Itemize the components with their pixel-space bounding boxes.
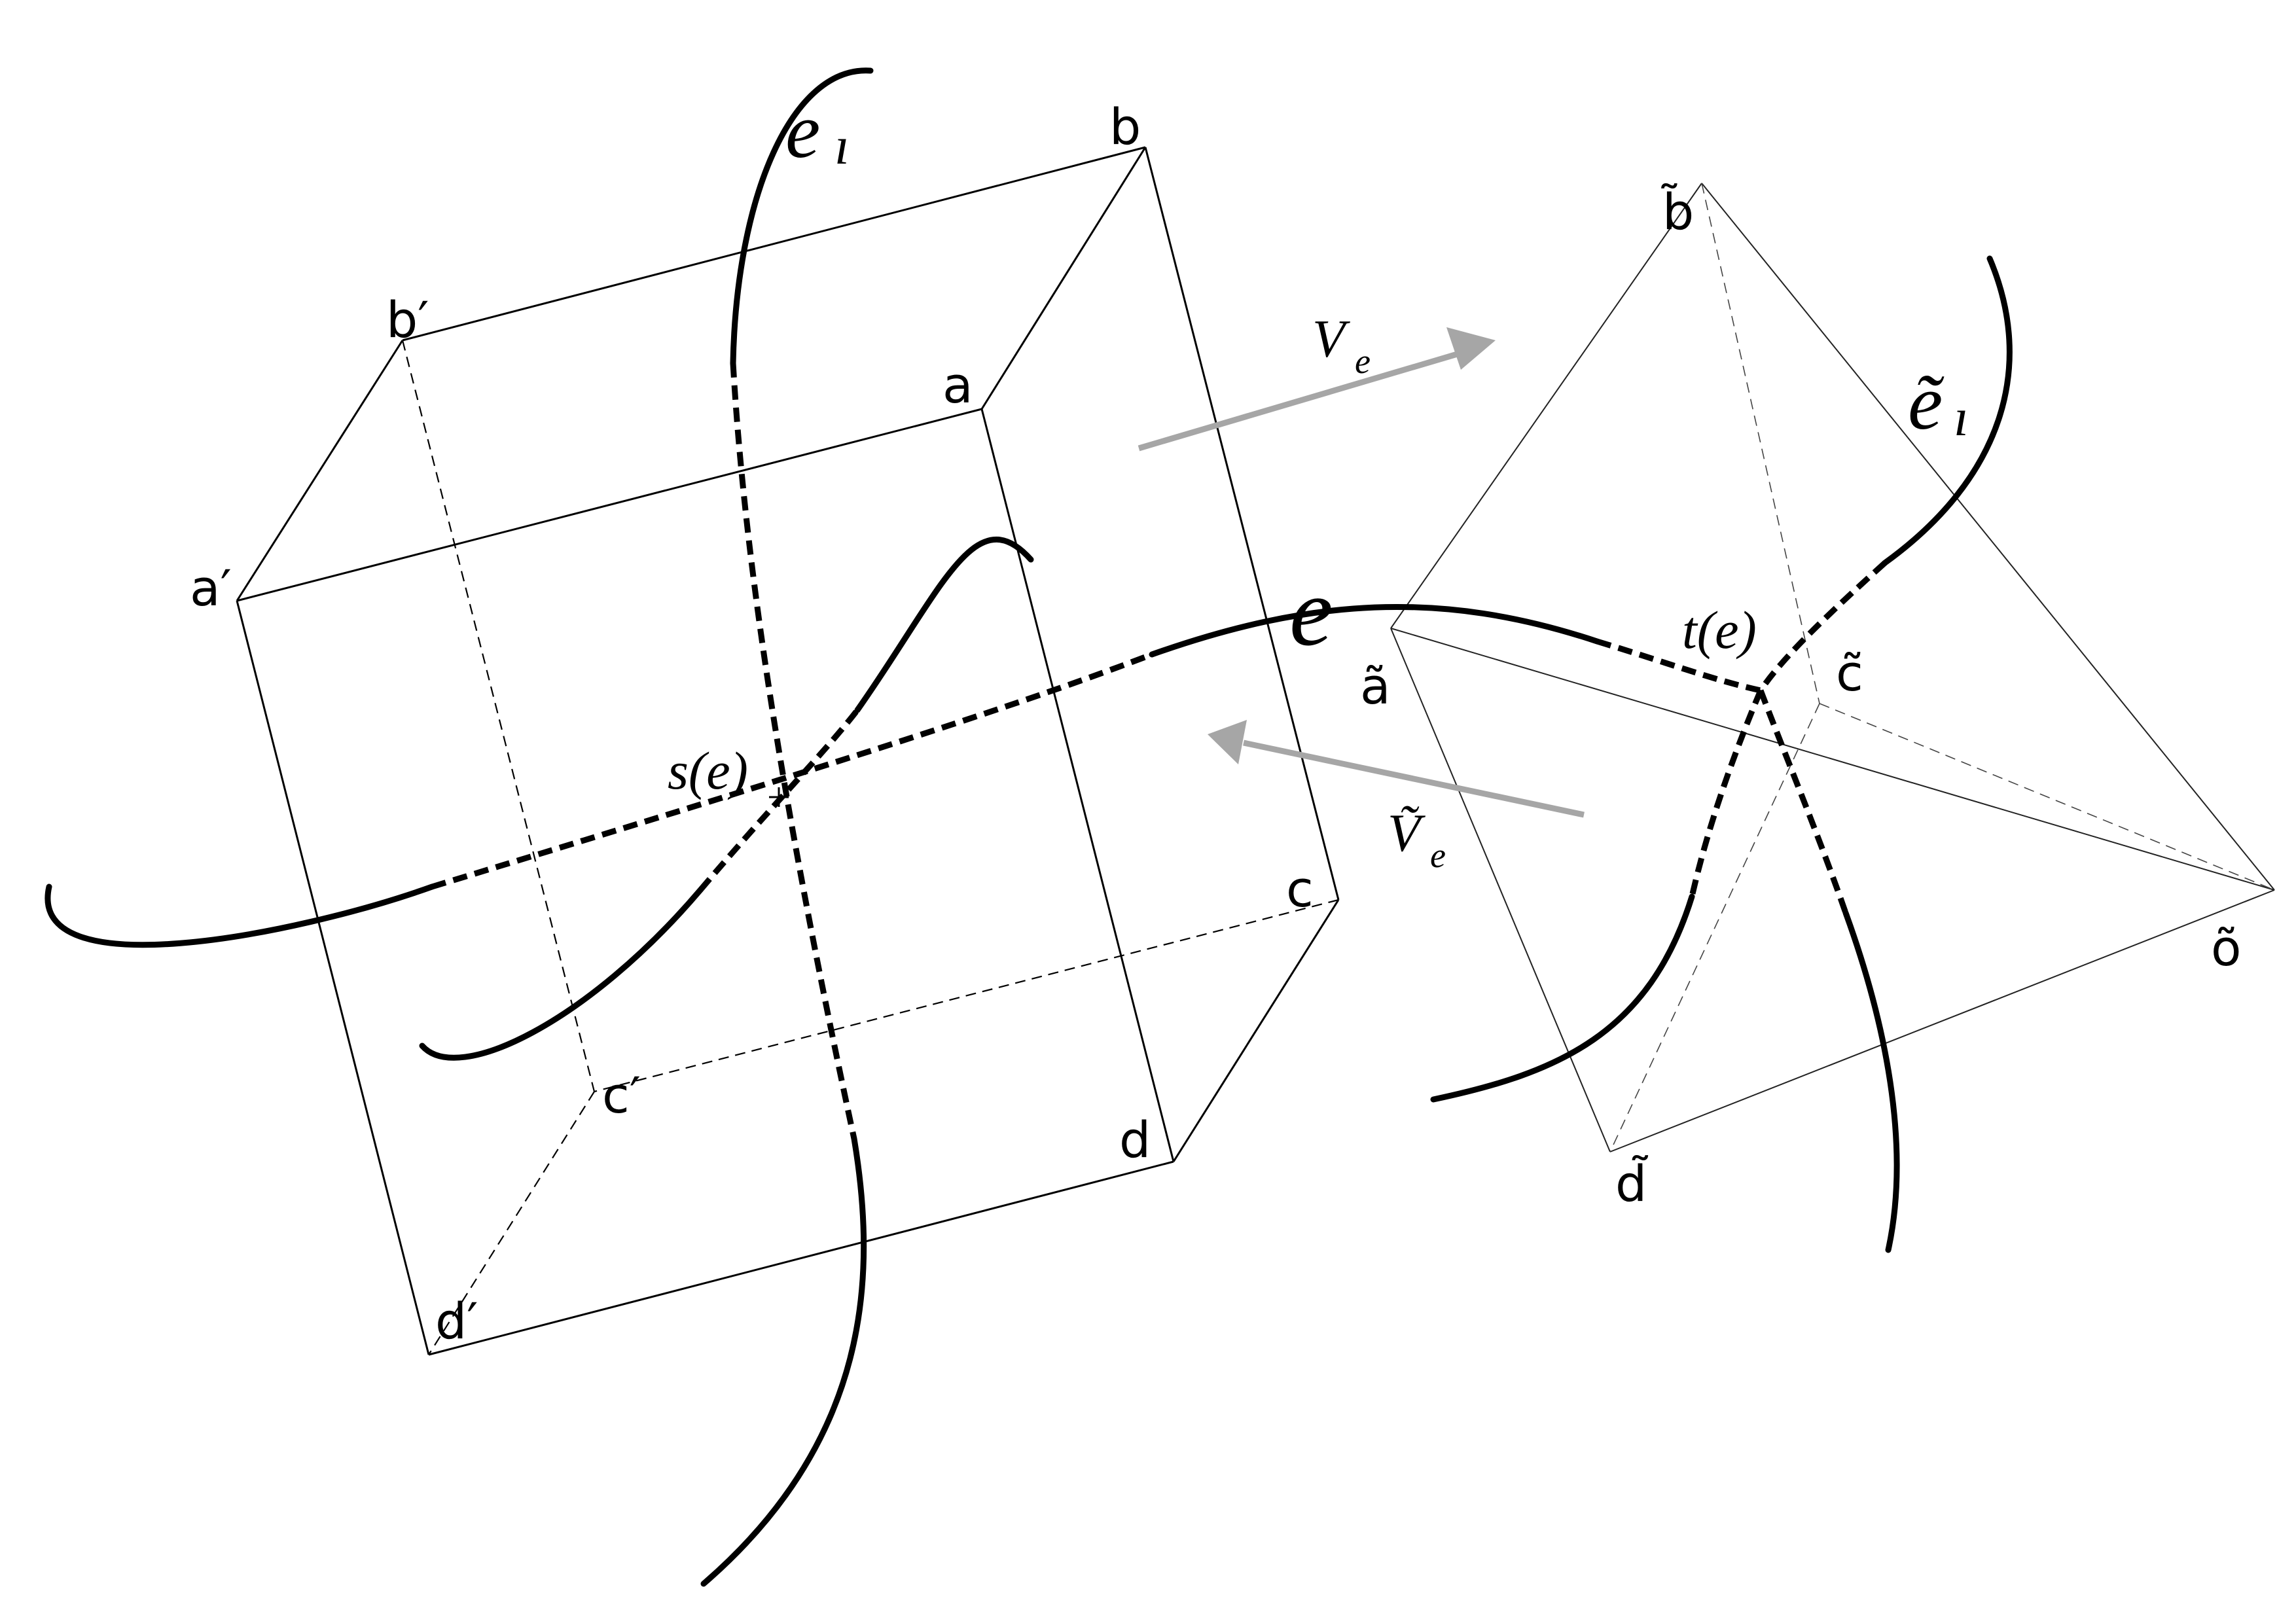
cube-edge-d-dprime xyxy=(428,1160,1174,1356)
label-a-prime: a′ xyxy=(190,559,232,617)
tetra-hidden-c-o xyxy=(1819,703,2275,891)
cube-edge-dprime-aprime xyxy=(236,600,430,1355)
label-e-iota: e ı xyxy=(785,87,850,175)
label-v-e: V e xyxy=(1312,309,1371,381)
svg-text:ı: ı xyxy=(834,116,850,175)
label-d-tilde: d̃ xyxy=(1615,1154,1649,1213)
label-a-tilde: ã xyxy=(1360,657,1391,715)
cube-edge-a-d xyxy=(980,408,1175,1162)
tetra-hidden-b-c xyxy=(1701,183,1820,704)
tetra-hidden-c-d xyxy=(1609,703,1820,1152)
label-t-e: t(e) xyxy=(1682,600,1757,660)
cube-hidden-c-cprime xyxy=(594,899,1339,1093)
curve-t-dashed-down-left xyxy=(1689,689,1764,897)
curve-e-left xyxy=(45,883,435,948)
curve-diagonal-bottom xyxy=(419,887,704,1061)
svg-text:V: V xyxy=(1312,309,1350,368)
curve-e-middle xyxy=(1149,603,1600,658)
label-o-tilde: õ xyxy=(2211,919,2242,977)
curve-diagonal-dashed xyxy=(698,708,860,892)
label-d-prime: d′ xyxy=(435,1292,478,1350)
tetrahedron xyxy=(1390,183,2275,1152)
svg-text:ẽ: ẽ xyxy=(1908,359,1945,446)
curve-diagonal-top xyxy=(854,536,1034,713)
label-e-tilde-iota: ẽ ı xyxy=(1908,359,1969,447)
label-e: e xyxy=(1289,558,1333,666)
curve-e-dashed-left xyxy=(431,651,1153,890)
curve-t-left-solid xyxy=(1430,893,1695,1103)
curve-t-dashed-down-right xyxy=(1757,689,1849,914)
curve-e-iota-top xyxy=(730,67,874,366)
label-b: b xyxy=(1109,98,1141,156)
cube-edge-aprime-a xyxy=(236,408,982,602)
curve-e-iota-bottom xyxy=(700,1135,867,1587)
cube-hidden-bprime-cprime xyxy=(401,340,596,1092)
svg-text:Ṽ: Ṽ xyxy=(1388,803,1426,863)
arrow-v-tilde-e xyxy=(1208,720,1585,818)
label-c-prime: c′ xyxy=(602,1066,641,1124)
tetra-edge-a-d xyxy=(1390,628,1611,1152)
label-v-tilde-e: Ṽ e xyxy=(1388,803,1446,875)
label-c-tilde: c̃ xyxy=(1836,644,1863,702)
cube-edge-b-bprime xyxy=(402,146,1146,342)
label-c: c xyxy=(1286,860,1314,918)
curve-e-dashed-right xyxy=(1596,638,1761,694)
tetra-edge-b-a xyxy=(1390,183,1702,629)
label-b-tilde: b̃ xyxy=(1660,183,1694,241)
curves xyxy=(45,67,2013,1587)
svg-text:e: e xyxy=(1430,836,1446,875)
label-d: d xyxy=(1119,1111,1151,1169)
cube-edge-c-d xyxy=(1172,899,1340,1162)
cube-edge-b-c xyxy=(1144,147,1340,901)
label-a: a xyxy=(942,356,973,414)
curve-t-right-solid xyxy=(1842,910,1900,1253)
tetra-edge-b-o xyxy=(1701,183,2275,891)
label-s-e: s(e) xyxy=(668,741,748,800)
cube-edge-a-b xyxy=(980,147,1147,410)
svg-text:e: e xyxy=(1355,342,1371,381)
label-b-prime: b′ xyxy=(386,291,429,349)
curve-e-iota-dashed xyxy=(730,363,857,1139)
cube-edge-bprime-aprime xyxy=(236,340,404,601)
tetra-edge-a-o xyxy=(1390,628,2275,891)
cube xyxy=(236,146,1340,1356)
curve-e-tilde-iota-top xyxy=(1882,255,2013,566)
tetra-edge-d-o xyxy=(1609,889,2275,1152)
arrow-v-e xyxy=(1138,327,1496,452)
cube-hidden-cprime-dprime xyxy=(428,1091,595,1355)
svg-text:e: e xyxy=(785,87,820,174)
svg-text:ı: ı xyxy=(1954,387,1969,447)
curve-e-tilde-iota-dashed xyxy=(1758,560,1888,692)
point-s-e xyxy=(769,787,789,807)
